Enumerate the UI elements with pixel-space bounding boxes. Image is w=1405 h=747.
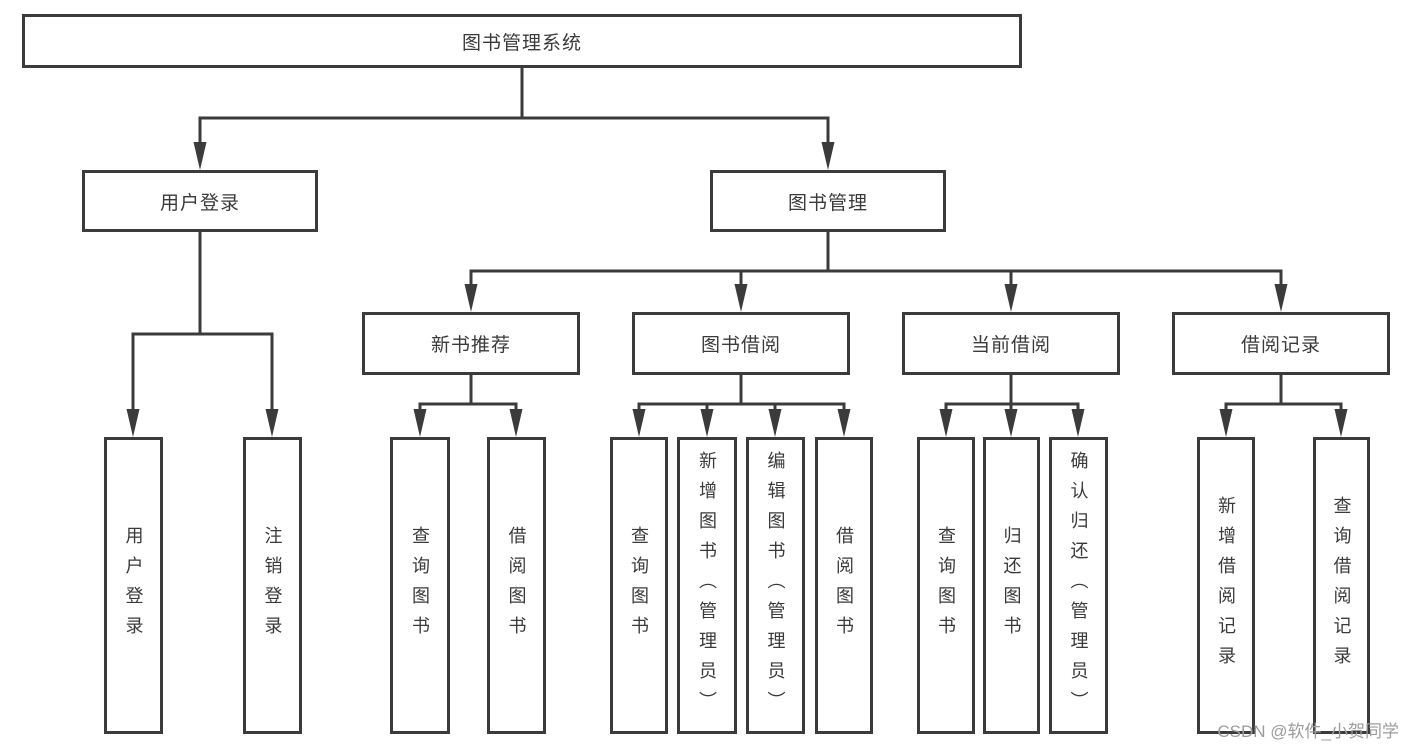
- arrowhead: [821, 142, 835, 170]
- node-book-borrow: 图书借阅: [632, 312, 850, 375]
- arrowhead: [700, 409, 714, 437]
- csdn-watermark: CSDN @软件_小贺同学: [1217, 722, 1399, 741]
- arrowhead: [1334, 409, 1348, 437]
- node-label: 图书借阅: [700, 335, 781, 356]
- node-book-management: 图书管理: [710, 170, 946, 232]
- connector-borrow-records-to-leaves: [1219, 375, 1348, 437]
- leaf-borrow-query-book: 查询图书: [610, 437, 668, 734]
- node-label: 确认归还（管理员）: [1068, 450, 1089, 721]
- node-label: 查询图书: [936, 525, 956, 646]
- node-label: 当前借阅: [970, 335, 1051, 356]
- node-label: 图书管理系统: [461, 32, 582, 54]
- node-new-book-recommend: 新书推荐: [362, 312, 580, 375]
- arrowhead: [126, 409, 140, 437]
- node-label: 用户登录: [159, 192, 240, 214]
- arrowhead: [1274, 284, 1288, 312]
- node-library-management-system: 图书管理系统: [22, 14, 1022, 68]
- leaf-current-query-book: 查询图书: [917, 437, 975, 734]
- arrowhead: [265, 409, 279, 437]
- arrowhead: [837, 409, 851, 437]
- arrowhead: [509, 409, 523, 437]
- arrowhead: [193, 142, 207, 170]
- leaf-borrow-borrow-book: 借阅图书: [815, 437, 873, 734]
- node-user-login: 用户登录: [82, 170, 318, 232]
- arrowhead: [413, 409, 427, 437]
- arrowhead: [1219, 409, 1233, 437]
- connector-book-management-to-level3: [464, 232, 1288, 312]
- arrowhead: [1071, 409, 1085, 437]
- connector-user-login-to-leaves: [126, 232, 279, 437]
- leaf-borrow-add-book-admin: 新增图书（管理员）: [677, 437, 737, 734]
- connector-new-book-recommend-to-leaves: [413, 375, 523, 437]
- node-label: 归还图书: [1001, 525, 1022, 646]
- arrowhead: [939, 409, 953, 437]
- node-label: 借阅图书: [834, 525, 854, 646]
- leaf-records-add-record: 新增借阅记录: [1197, 437, 1255, 734]
- leaf-logout: 注销登录: [243, 437, 302, 734]
- connector-root-to-level2: [193, 68, 835, 170]
- leaf-current-confirm-return-admin: 确认归还（管理员）: [1049, 437, 1108, 734]
- node-label: 借阅图书: [506, 525, 527, 646]
- node-label: 查询图书: [629, 525, 649, 646]
- arrowhead: [1004, 409, 1018, 437]
- node-label: 图书管理: [787, 192, 868, 214]
- connector-current-borrow-to-leaves: [939, 375, 1085, 437]
- leaf-current-return-book: 归还图书: [983, 437, 1040, 734]
- node-label: 查询借阅记录: [1331, 495, 1352, 676]
- arrowhead: [734, 284, 748, 312]
- connector-book-borrow-to-leaves: [632, 375, 851, 437]
- arrowhead: [632, 409, 646, 437]
- leaf-newbooks-query-book: 查询图书: [390, 437, 450, 734]
- node-label: 编辑图书（管理员）: [765, 450, 786, 721]
- node-label: 注销登录: [262, 525, 283, 646]
- node-label: 新增借阅记录: [1216, 495, 1236, 676]
- node-label: 新书推荐: [430, 335, 511, 356]
- leaf-newbooks-borrow-book: 借阅图书: [487, 437, 546, 734]
- node-label: 用户登录: [123, 525, 144, 646]
- leaf-user-login: 用户登录: [104, 437, 163, 734]
- arrowhead: [1004, 284, 1018, 312]
- leaf-records-query-record: 查询借阅记录: [1313, 437, 1370, 734]
- node-label: 查询图书: [410, 525, 430, 646]
- node-borrow-records: 借阅记录: [1172, 312, 1390, 375]
- node-label: 借阅记录: [1240, 335, 1321, 356]
- arrowhead: [464, 284, 478, 312]
- leaf-borrow-edit-book-admin: 编辑图书（管理员）: [746, 437, 805, 734]
- arrowhead: [768, 409, 782, 437]
- node-label: 新增图书（管理员）: [697, 450, 717, 721]
- node-current-borrow: 当前借阅: [902, 312, 1120, 375]
